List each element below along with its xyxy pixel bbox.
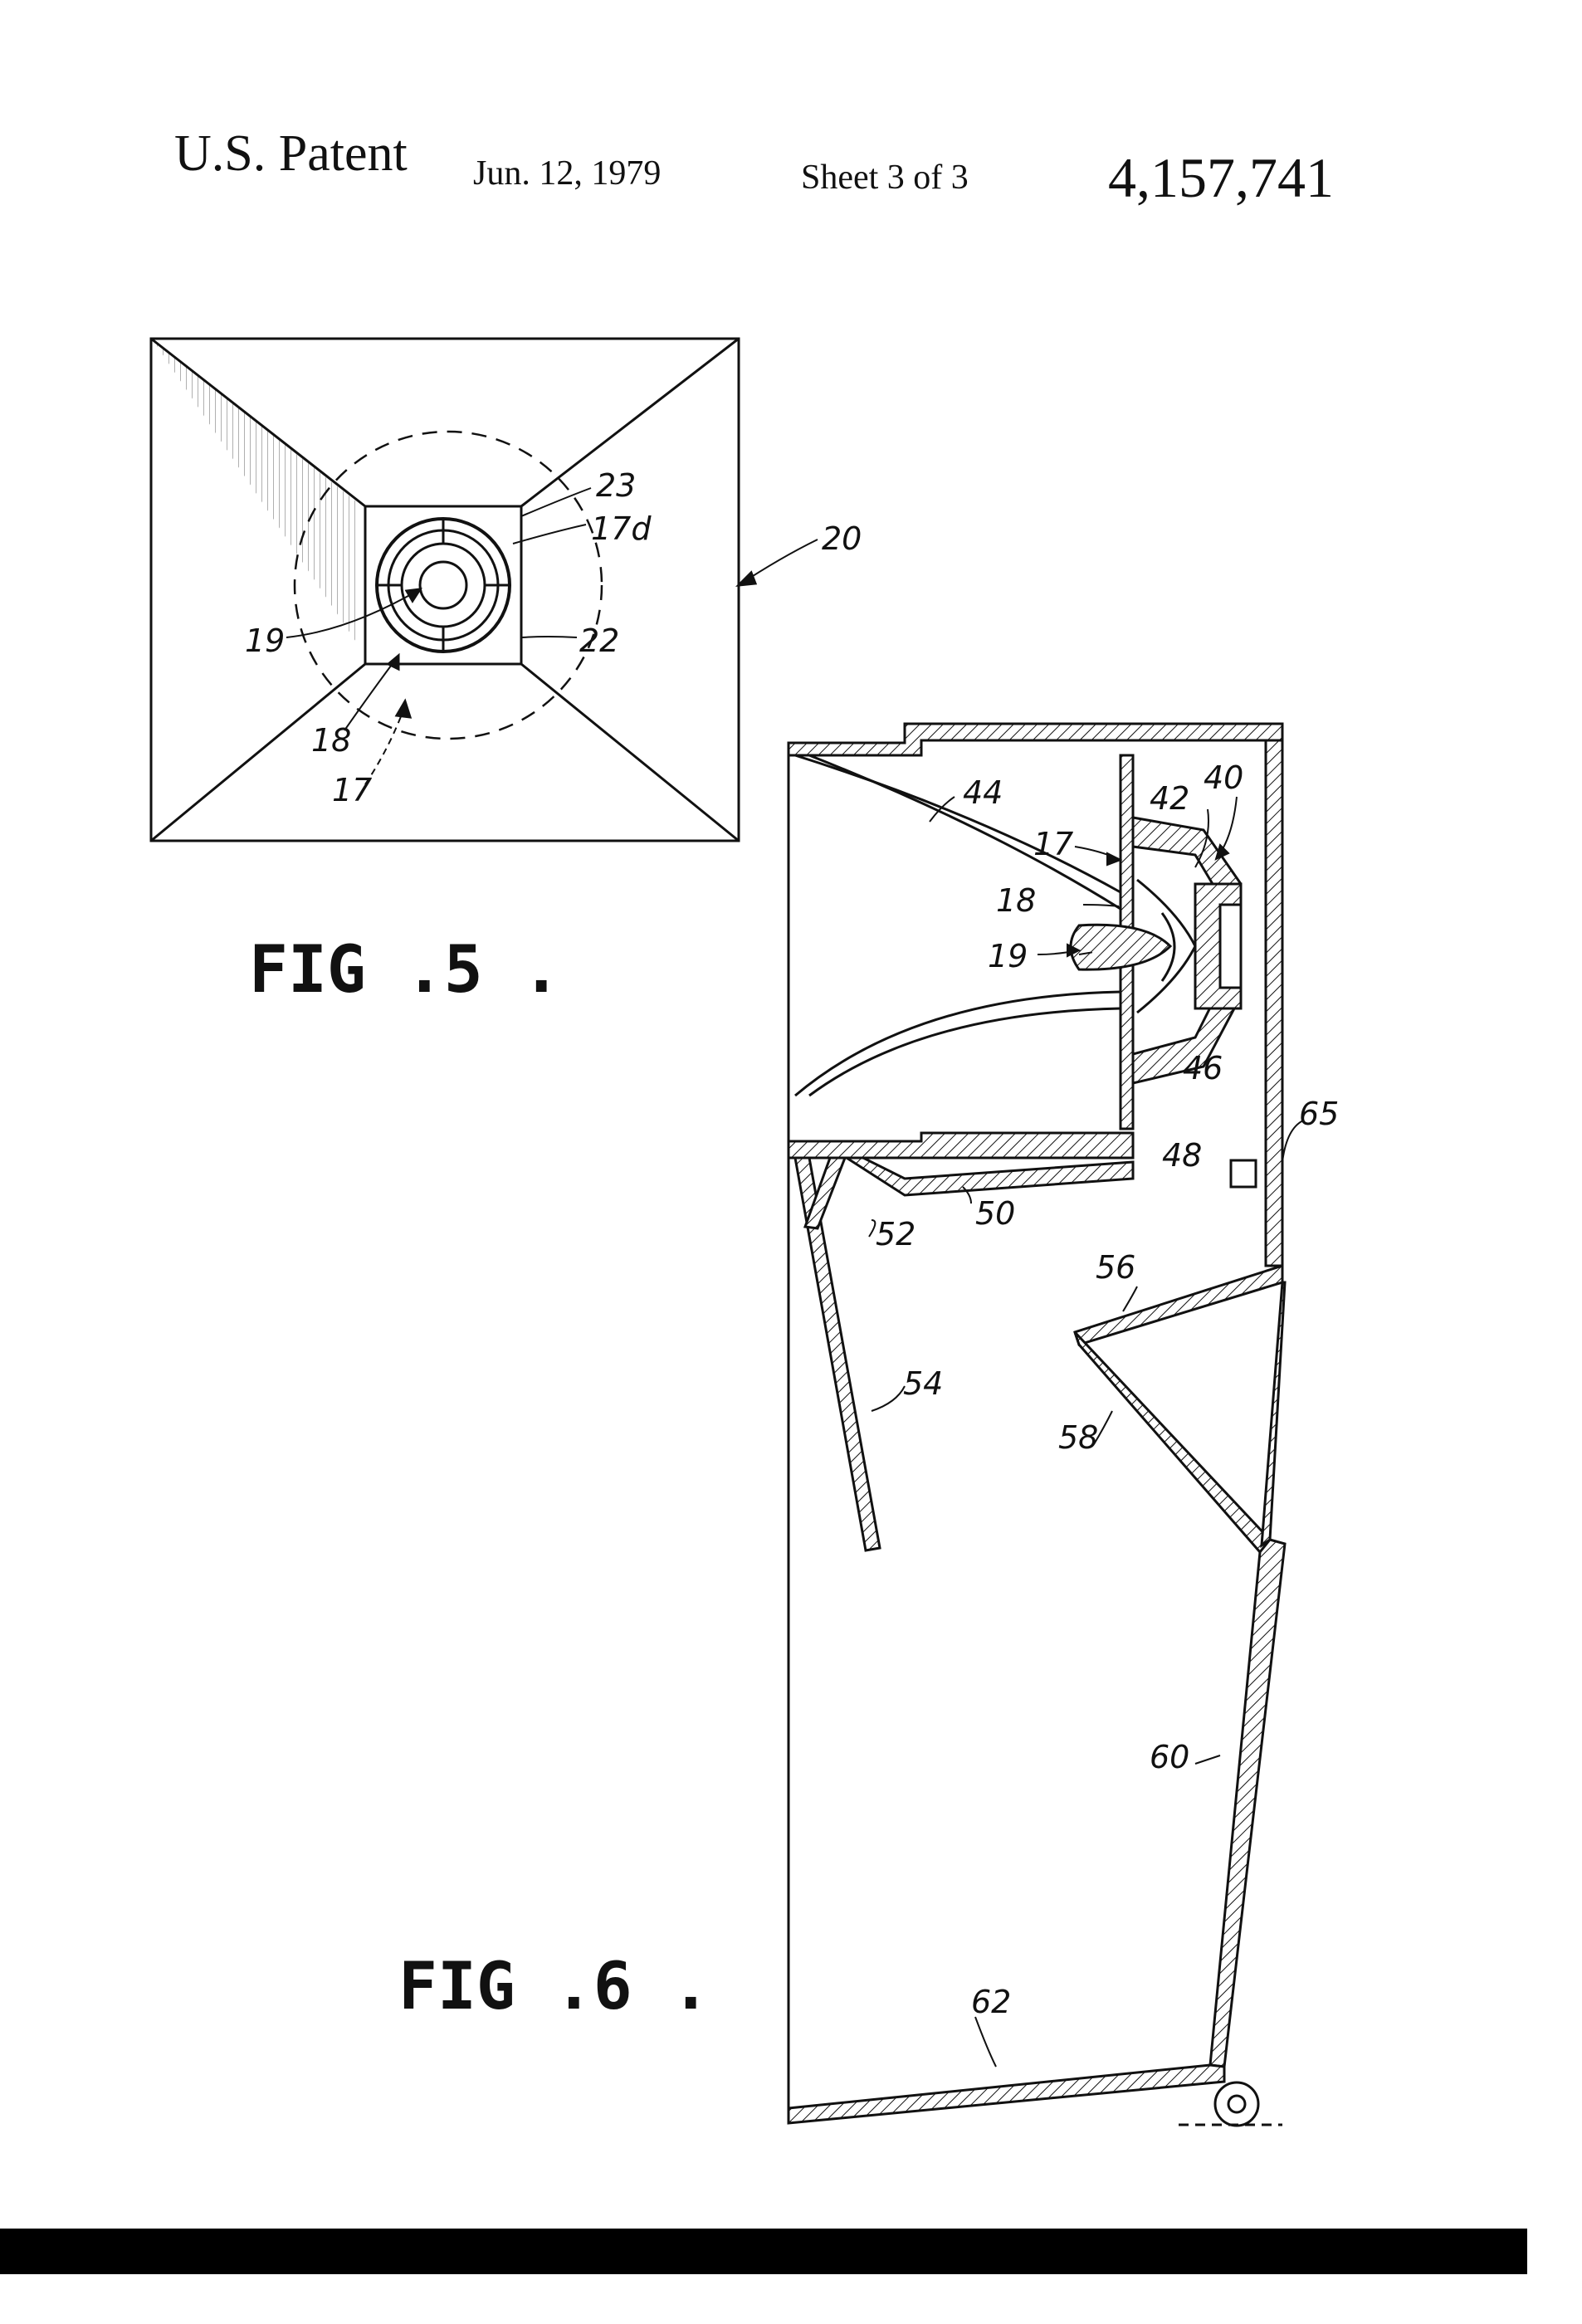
scan-bottom-border <box>0 2229 1527 2274</box>
fig6-label-19: 19 <box>988 938 1028 974</box>
caster-wheel-icon <box>1213 2081 1260 2127</box>
fig6-horn-lower-outer <box>794 990 1121 1097</box>
fig6-leaders <box>868 796 1304 2068</box>
fig6-panel-58 <box>1073 1330 1272 1555</box>
fig6-box-65 <box>1229 1159 1257 1189</box>
fig6-deflector-54 <box>793 1156 881 1552</box>
fig6-inner-back <box>1260 1281 1287 1549</box>
fig6-label-62: 62 <box>971 1984 1011 2020</box>
fig5-label-19: 19 <box>245 622 285 659</box>
fig5-label-20: 20 <box>822 520 862 557</box>
fig6-horn-upper-outer <box>794 754 1121 894</box>
fig5-label-17d: 17d <box>591 510 652 547</box>
fig5-shaded-side <box>154 341 357 643</box>
fig6-horn-floor <box>787 1131 1135 1160</box>
fig5-label-18: 18 <box>311 722 351 759</box>
fig6-shelf-50 <box>830 1156 1135 1197</box>
fig6-upper-back-wall <box>1264 739 1284 1267</box>
fig5-outer-frame <box>149 337 740 842</box>
fig6-top-wall <box>787 722 1284 757</box>
fig6-horn <box>794 754 1121 1097</box>
fig5-caption: FIG .5 . <box>249 933 561 1008</box>
fig5-throat <box>364 505 523 666</box>
fig6-label-58: 58 <box>1058 1419 1098 1456</box>
patent-number: 4,157,741 <box>1108 146 1334 209</box>
fig5-label-17: 17 <box>332 772 372 808</box>
fig5-label-22: 22 <box>579 622 619 659</box>
fig6-label-46: 46 <box>1183 1050 1223 1086</box>
fig6-label-48: 48 <box>1162 1137 1202 1174</box>
fig5-label-23: 23 <box>596 467 636 504</box>
fig6-label-44: 44 <box>963 774 1003 811</box>
fig6-label-40: 40 <box>1204 759 1243 796</box>
fig6-label-50: 50 <box>975 1195 1015 1232</box>
fig5-dashed-circle <box>293 430 603 740</box>
fig5-phase-plug <box>418 560 468 610</box>
sheet-number: Sheet 3 of 3 <box>801 159 969 197</box>
fig6-cone <box>1136 878 1197 1014</box>
fig5-drawing <box>149 337 818 842</box>
fig6-label-18: 18 <box>996 882 1036 919</box>
fig6-label-42: 42 <box>1150 780 1189 817</box>
fig6-driver <box>1069 816 1243 1085</box>
fig6-caster <box>1179 1159 1282 2127</box>
fig6-labels: 44 42 40 17 18 19 46 65 48 50 52 56 54 5… <box>876 759 1339 2020</box>
fig6-rear-wall-60 <box>1208 1538 1287 2068</box>
fig6-phase-plug-19 <box>1069 923 1173 971</box>
fig6-floor-62 <box>787 2063 1226 2125</box>
fig6-label-60: 60 <box>1150 1739 1189 1775</box>
fig6-label-56: 56 <box>1096 1249 1135 1286</box>
patent-label: U.S. Patent <box>174 125 408 182</box>
fig6-drawing <box>787 722 1287 2125</box>
fig6-label-65: 65 <box>1299 1096 1339 1132</box>
fig6-caption: FIG .6 . <box>398 1950 710 2024</box>
patent-date: Jun. 12, 1979 <box>473 154 662 193</box>
fig5-labels: 23 17d 20 19 22 18 17 <box>245 467 862 808</box>
fig6-label-17: 17 <box>1033 826 1073 862</box>
fig6-label-52: 52 <box>876 1216 916 1252</box>
fig6-strut-52 <box>803 1156 847 1230</box>
fig6-label-54: 54 <box>903 1365 943 1402</box>
